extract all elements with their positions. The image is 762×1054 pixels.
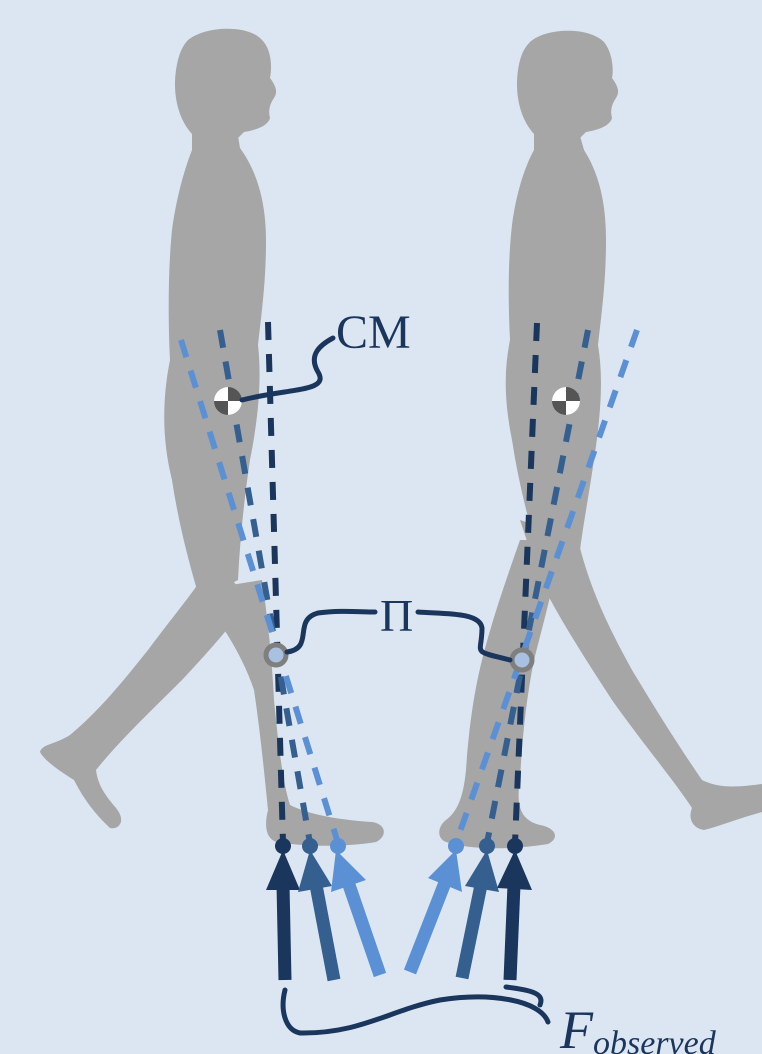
arrowhead-mid bbox=[298, 850, 332, 892]
pi-marker-right bbox=[512, 650, 532, 670]
arrowhead-dark bbox=[266, 850, 300, 890]
force-label-subscript: observed bbox=[593, 1025, 717, 1054]
pi-marker-left bbox=[266, 645, 286, 665]
right-walker-silhouette bbox=[439, 31, 762, 849]
force-label: Fobserved bbox=[559, 1000, 717, 1054]
cm-marker-right bbox=[552, 387, 580, 415]
pi-leader-left bbox=[287, 611, 375, 652]
cm-marker-left bbox=[214, 387, 242, 415]
right-force-arrows bbox=[410, 850, 532, 980]
pi-label: Π bbox=[380, 590, 413, 641]
arrowhead-light bbox=[331, 850, 366, 892]
cm-label: CM bbox=[336, 306, 411, 359]
arrowhead-dark bbox=[497, 850, 532, 890]
force-origin-dots bbox=[275, 838, 523, 854]
force-label-main: F bbox=[559, 1000, 594, 1054]
left-force-arrows bbox=[266, 850, 380, 980]
force-brace bbox=[283, 990, 548, 1033]
arrowhead-mid bbox=[465, 850, 499, 892]
